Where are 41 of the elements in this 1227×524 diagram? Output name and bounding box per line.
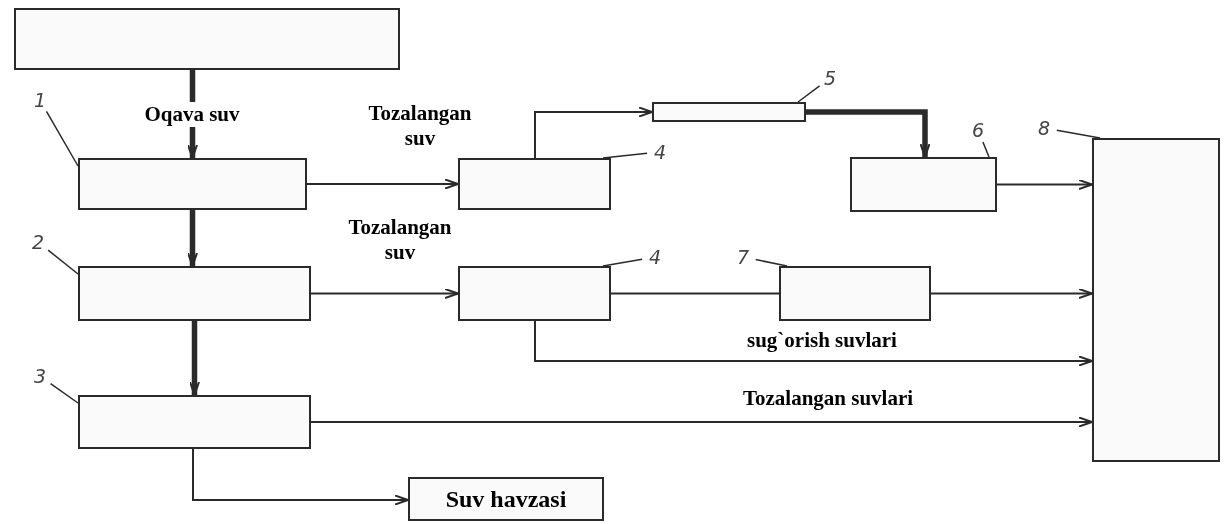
callout-number: 5 (820, 66, 840, 90)
arrow (310, 416, 1093, 428)
arrow (306, 178, 459, 190)
arrow (534, 320, 1093, 367)
callout-number: 4 (645, 245, 665, 269)
arrow (806, 109, 931, 158)
process-box (779, 266, 931, 321)
process-box (78, 266, 311, 321)
callout-number: 3 (30, 364, 50, 388)
process-box (652, 102, 806, 122)
leader-line (47, 249, 79, 275)
leader-line (755, 258, 788, 267)
leader-line (602, 152, 648, 159)
leader-line (602, 258, 643, 267)
leader-line (797, 85, 821, 103)
process-box (78, 158, 307, 210)
callout-number: 4 (650, 140, 670, 164)
callout-number: 1 (30, 88, 50, 112)
arrow (310, 288, 459, 299)
process-box (78, 395, 311, 449)
callout-number: 2 (28, 230, 48, 254)
leader-line (49, 382, 79, 404)
callout-number: 6 (968, 118, 988, 142)
process-box (850, 157, 997, 212)
process-box (458, 266, 611, 321)
process-box (14, 8, 400, 70)
process-box (458, 158, 611, 210)
arrow (930, 288, 1093, 299)
callout-number: 8 (1034, 116, 1054, 140)
arrow (192, 448, 409, 506)
destination-box (408, 477, 604, 521)
leader-line (1056, 129, 1101, 139)
box-label: Suv havzasi (445, 485, 567, 513)
arrow (534, 106, 653, 159)
process-box (1092, 138, 1220, 462)
arrow (996, 179, 1093, 190)
leader-line (45, 110, 79, 167)
leader-line (982, 141, 990, 158)
arrow (187, 210, 198, 267)
callout-number: 7 (733, 245, 753, 269)
arrow (189, 321, 200, 396)
